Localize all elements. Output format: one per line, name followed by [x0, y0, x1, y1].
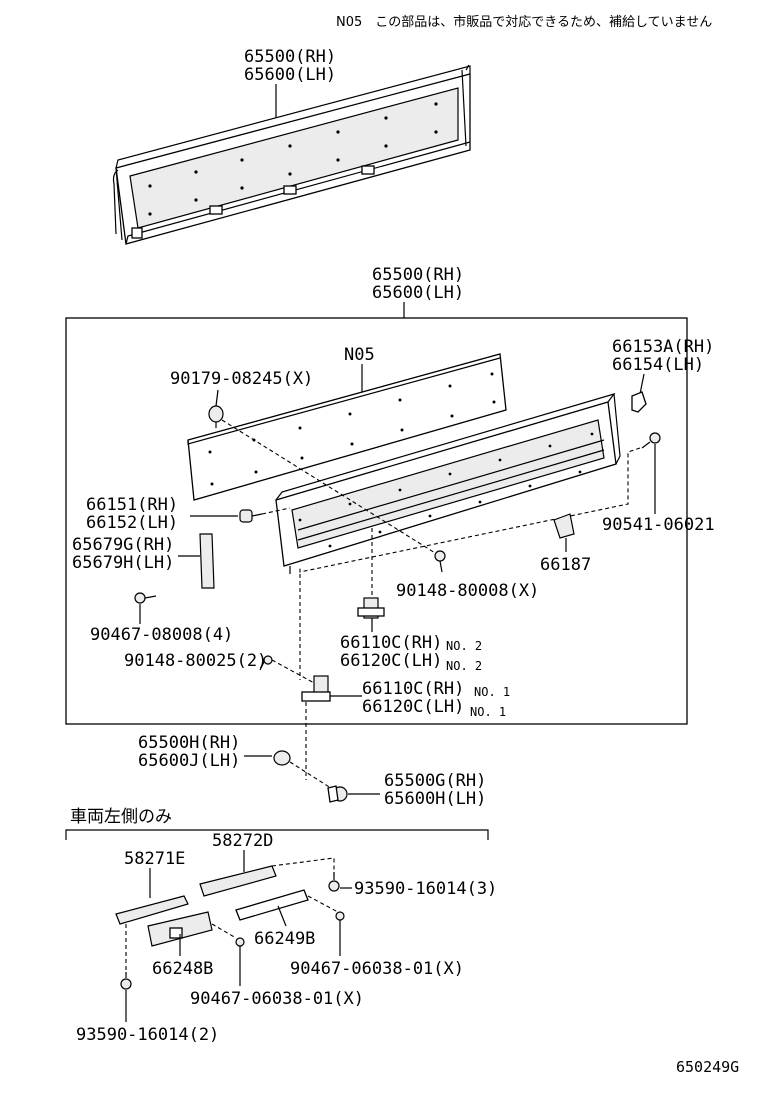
- clip-path: [261, 507, 291, 515]
- part-66248B-label[interactable]: 66248B: [152, 959, 213, 979]
- bracket-part: [199, 533, 215, 589]
- panel-tag-label: N05: [344, 345, 375, 365]
- part-58271E: [115, 895, 189, 925]
- screw-93590-3-part: [328, 872, 340, 892]
- exploded-assembly-lh-label[interactable]: 65600(LH): [372, 283, 464, 303]
- screw-90467-a-path: [307, 895, 339, 913]
- part-66249B: [235, 889, 309, 921]
- knob-path: [289, 761, 335, 791]
- hinge-no1-lh-tag: NO. 1: [470, 705, 506, 719]
- knob-rh-label[interactable]: 65500H(RH): [138, 733, 240, 753]
- bolt-90541-part: [641, 432, 661, 449]
- bolt-90148-80008-part: [434, 550, 446, 573]
- outer-frame-window: [291, 419, 605, 549]
- top-assembly-labels: 65500(RH) 65600(LH): [244, 47, 336, 85]
- bracket-rh-label[interactable]: 65679G(RH): [72, 535, 174, 555]
- bolt-90179-part: [208, 405, 224, 428]
- part-58271E-label[interactable]: 58271E: [124, 849, 185, 869]
- knob-lh-label[interactable]: 65600J(LH): [138, 751, 240, 771]
- part-66249B-label[interactable]: 66249B: [254, 929, 315, 949]
- left-only-bracket: [65, 829, 489, 840]
- hook-part: [631, 391, 647, 413]
- hinge-no2-rh-label[interactable]: 66110C(RH): [340, 633, 442, 653]
- inner-panel: [187, 353, 507, 501]
- screw-90467-a-part: [335, 911, 345, 921]
- hinge-no1-lh-label[interactable]: 66120C(LH): [362, 697, 464, 717]
- bolt-90148-80025-part: [259, 655, 273, 671]
- hook-lh-label[interactable]: 66154(LH): [612, 355, 704, 375]
- knob-part: [273, 750, 291, 766]
- bolt-90541-path: [299, 447, 641, 573]
- outer-frame-drawing: [275, 392, 621, 574]
- top-assembly-rh-label[interactable]: 65500(RH): [244, 47, 336, 67]
- bolt-90148-80025-path: [271, 659, 317, 685]
- hook-rh-label[interactable]: 66153A(RH): [612, 337, 714, 357]
- bolt-90148-80008-label[interactable]: 90148-80008(X): [396, 581, 539, 601]
- top-tab: [209, 205, 223, 215]
- bolt-90148-80025-label[interactable]: 90148-80025(2): [124, 651, 267, 671]
- clip-part: [239, 509, 263, 523]
- exploded-assembly-rh-label[interactable]: 65500(RH): [372, 265, 464, 285]
- screw-90467-a-label[interactable]: 90467-06038-01(X): [290, 959, 464, 979]
- diagram-code: 650249G: [676, 1058, 739, 1076]
- screw-90467-08008-label[interactable]: 90467-08008(4): [90, 625, 233, 645]
- pin-rh-label[interactable]: 65500G(RH): [384, 771, 486, 791]
- part-58272D-label[interactable]: 58272D: [212, 831, 273, 851]
- exploded-assembly-box: [65, 317, 688, 725]
- screw-93590-3-label[interactable]: 93590-16014(3): [354, 879, 497, 899]
- pin-lh-label[interactable]: 65600H(LH): [384, 789, 486, 809]
- hinge-no1-part: [301, 675, 331, 702]
- supply-note: N05 この部品は、市販品で対応できるため、補給していません: [336, 14, 712, 30]
- screw-93590-2-label[interactable]: 93590-16014(2): [76, 1025, 219, 1045]
- top-assembly-lh-label[interactable]: 65600(LH): [244, 65, 336, 85]
- bracket-66187-label[interactable]: 66187: [540, 555, 591, 575]
- screw-90467-b-path: [211, 923, 237, 939]
- pin-part: [327, 785, 348, 803]
- bracket-66187-part: [553, 513, 575, 539]
- bracket-lh-label[interactable]: 65679H(LH): [72, 553, 174, 573]
- part-66248B-tab: [169, 927, 183, 939]
- hinge-no1-rh-label[interactable]: 66110C(RH): [362, 679, 464, 699]
- bolt-90179-label[interactable]: 90179-08245(X): [170, 369, 313, 389]
- bolt-90541-label[interactable]: 90541-06021: [602, 515, 715, 535]
- top-tab: [131, 227, 143, 239]
- part-66249B-leader: [277, 905, 287, 927]
- left-only-heading: 車両左側のみ: [70, 807, 172, 827]
- screw-90467-08008-part: [134, 592, 157, 604]
- inner-panel-drawing: [187, 353, 507, 501]
- screw-90467-b-part: [235, 937, 245, 947]
- exploded-assembly-labels: 65500(RH) 65600(LH): [372, 265, 464, 303]
- top-tab: [283, 185, 297, 195]
- clip-lh-label[interactable]: 66152(LH): [86, 513, 178, 533]
- screw-93590-3-path: [271, 857, 335, 876]
- clip-rh-label[interactable]: 66151(RH): [86, 495, 178, 515]
- hinge-no2-part: [357, 597, 385, 619]
- bolt-90179-leader: [215, 389, 219, 407]
- hook-leader: [639, 373, 645, 395]
- top-tailgate-drawing: [112, 64, 471, 245]
- hinge-no2-lh-tag: NO. 2: [446, 659, 482, 673]
- hinge-no1-rh-tag: NO. 1: [474, 685, 510, 699]
- bolt-90179-path: [221, 419, 441, 557]
- top-tailgate-panel: [129, 87, 459, 229]
- hinge-no2-lh-label[interactable]: 66120C(LH): [340, 651, 442, 671]
- top-tab: [361, 165, 375, 175]
- screw-90467-b-label[interactable]: 90467-06038-01(X): [190, 989, 364, 1009]
- screw-93590-2-part: [120, 972, 132, 990]
- hinge-no2-rh-tag: NO. 2: [446, 639, 482, 653]
- part-58272D: [199, 865, 277, 897]
